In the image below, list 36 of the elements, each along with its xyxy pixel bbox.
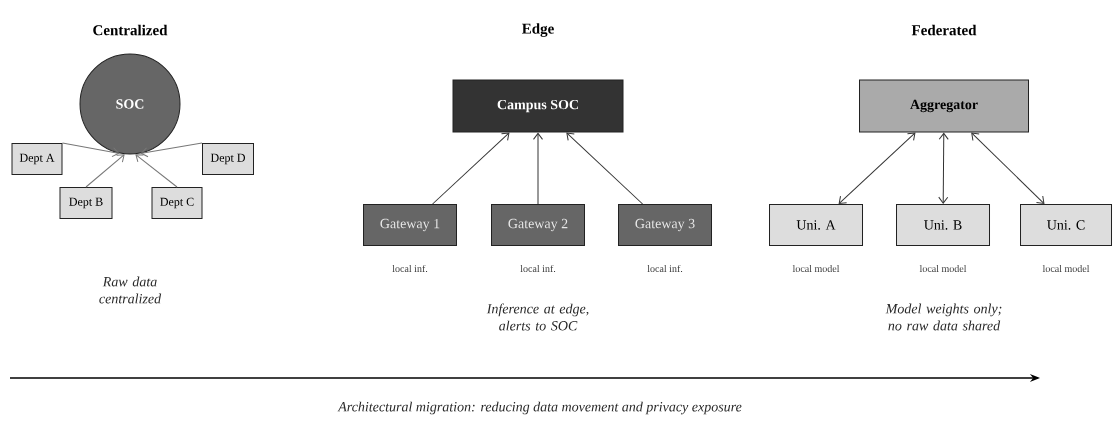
section-heading: Centralized xyxy=(93,24,168,36)
arrow xyxy=(85,154,125,188)
process-box: Uni. C xyxy=(1020,204,1112,246)
process-box: Dept B xyxy=(59,187,113,219)
annotation-text: local model xyxy=(919,265,967,272)
process-box: Gateway 3 xyxy=(618,204,712,246)
process-box: Uni. B xyxy=(896,204,990,246)
arrow xyxy=(135,154,178,188)
caption-text: Model weights only; no raw data shared xyxy=(885,303,1002,331)
process-box: Uni. A xyxy=(769,204,863,246)
process-box: Aggregator xyxy=(859,79,1029,133)
arrow xyxy=(938,132,949,204)
section-heading: Federated xyxy=(911,24,977,36)
caption-text: Inference at edge, alerts to SOC xyxy=(486,303,589,331)
annotation-text: local inf. xyxy=(647,264,683,273)
process-box: Dept D xyxy=(202,143,254,175)
arrow xyxy=(971,132,1045,204)
process-box: Dept A xyxy=(11,143,63,175)
caption-text: Raw data centralized xyxy=(99,276,162,304)
arrow xyxy=(62,142,120,158)
process-box: Campus SOC xyxy=(452,79,624,133)
arrow xyxy=(566,132,644,205)
process-box: Gateway 1 xyxy=(363,204,457,246)
arrow xyxy=(533,132,543,205)
annotation-text: local inf. xyxy=(392,264,428,273)
axis-caption: Architectural migration: reducing data movement and privacy exposure xyxy=(337,401,742,415)
annotation-text: local model xyxy=(1042,265,1090,272)
arrow xyxy=(140,142,203,158)
circle-node: SOC xyxy=(79,53,181,155)
arrow xyxy=(838,132,916,204)
section-heading: Edge xyxy=(522,23,554,37)
annotation-text: local model xyxy=(792,265,840,272)
annotation-text: local inf. xyxy=(520,264,556,273)
arrow xyxy=(432,132,510,205)
process-box: Dept C xyxy=(151,187,203,219)
process-box: Gateway 2 xyxy=(491,204,585,246)
